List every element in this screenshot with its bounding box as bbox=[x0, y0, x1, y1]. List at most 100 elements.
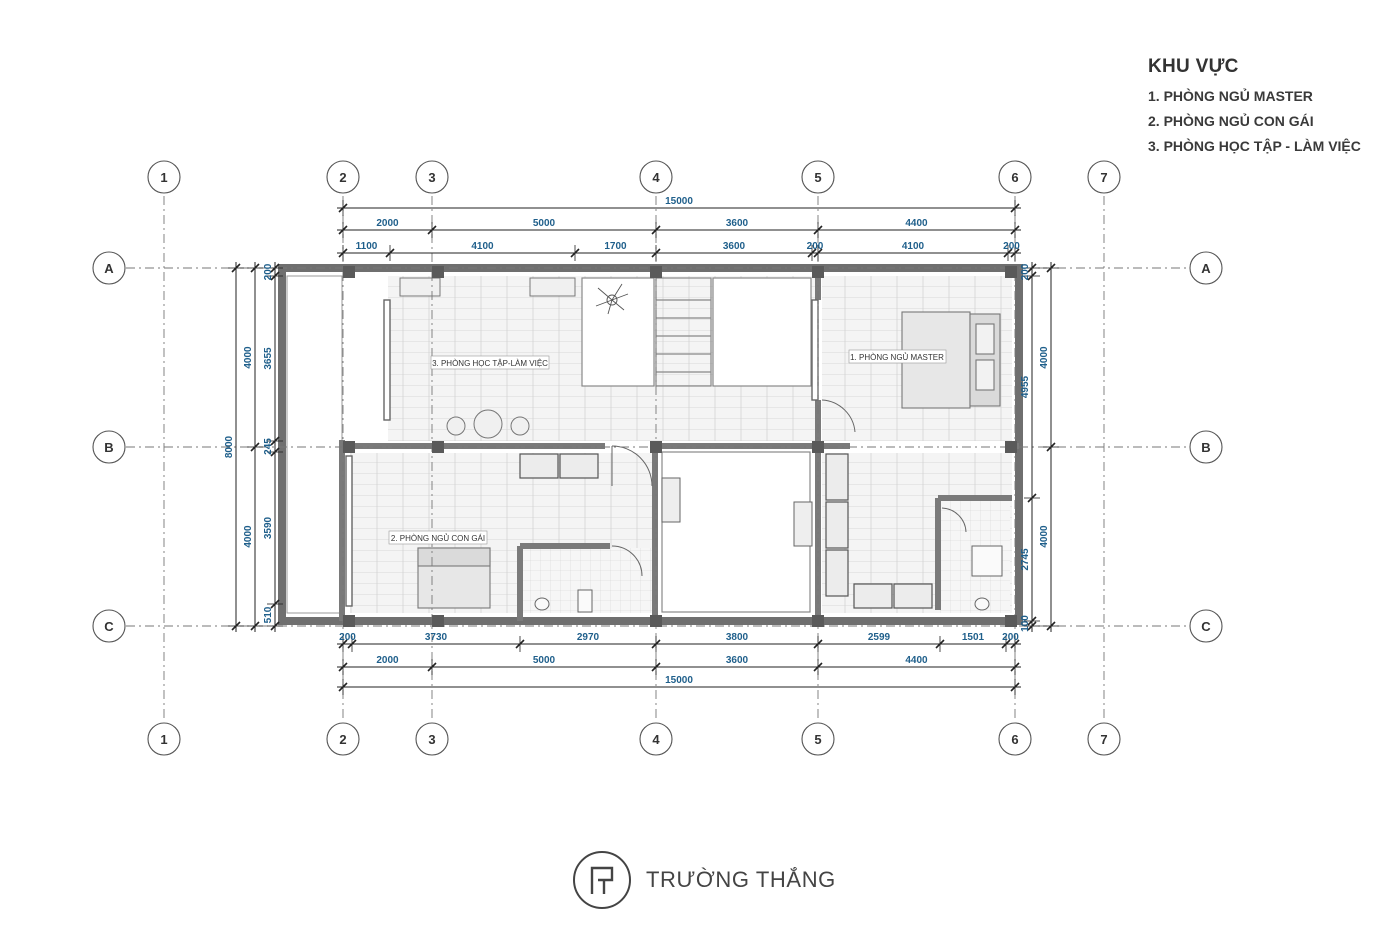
grid-bubble-col bbox=[415, 160, 449, 194]
structural-column bbox=[1005, 615, 1017, 627]
dim-label: 4000 bbox=[243, 346, 254, 369]
dim-tick bbox=[250, 442, 260, 452]
grid-bubble-col bbox=[639, 722, 673, 756]
dim-tick bbox=[1046, 621, 1056, 631]
dim-tick bbox=[1027, 263, 1037, 273]
dim-tick bbox=[651, 248, 661, 258]
dim-tick bbox=[270, 447, 280, 457]
dim-tick bbox=[1027, 271, 1037, 281]
structural-column bbox=[343, 615, 355, 627]
dim-label: 4400 bbox=[905, 218, 928, 229]
dim-label: 2745 bbox=[1020, 548, 1031, 571]
dim-tick bbox=[1010, 248, 1020, 258]
grid-bubble-col bbox=[1087, 160, 1121, 194]
grid-label-col: 2 bbox=[339, 170, 346, 185]
structural-column bbox=[343, 441, 355, 453]
grid-label-row: A bbox=[1201, 261, 1211, 276]
grid-label-row: C bbox=[104, 619, 114, 634]
dim-tick bbox=[1027, 621, 1037, 631]
grid-bubble-row bbox=[1189, 430, 1223, 464]
grid-bubble-col bbox=[998, 722, 1032, 756]
dim-tick bbox=[338, 662, 348, 672]
grid-label-row: A bbox=[104, 261, 114, 276]
dim-tick bbox=[813, 248, 823, 258]
grid-label-col: 7 bbox=[1100, 732, 1107, 747]
structural-column bbox=[432, 615, 444, 627]
grid-bubble-col bbox=[326, 160, 360, 194]
structural-column bbox=[812, 266, 824, 278]
dim-tick bbox=[515, 639, 525, 649]
grid-bubble-row bbox=[1189, 251, 1223, 285]
plan-body bbox=[278, 264, 1023, 625]
legend-item-daughter: 2. PHÒNG NGỦ CON GÁI bbox=[1148, 113, 1314, 129]
dim-tick bbox=[270, 271, 280, 281]
dim-label: 1700 bbox=[604, 241, 627, 252]
dim-label: 200 bbox=[1020, 263, 1031, 280]
dim-tick bbox=[807, 248, 817, 258]
dim-tick bbox=[250, 263, 260, 273]
dim-tick bbox=[270, 599, 280, 609]
legend-item-study: 3. PHÒNG HỌC TẬP - LÀM VIỆC bbox=[1148, 138, 1361, 154]
dim-label: 4000 bbox=[243, 525, 254, 548]
dim-tick bbox=[347, 639, 357, 649]
dim-tick bbox=[231, 621, 241, 631]
grid-label-col: 4 bbox=[652, 732, 660, 747]
structural-column bbox=[650, 266, 662, 278]
dim-label: 2000 bbox=[376, 218, 399, 229]
dim-label: 8000 bbox=[224, 435, 235, 458]
dim-label: 4000 bbox=[1039, 525, 1050, 548]
structural-column bbox=[650, 615, 662, 627]
dim-tick bbox=[813, 225, 823, 235]
grid-bubble-col bbox=[326, 722, 360, 756]
grid-label-col: 2 bbox=[339, 732, 346, 747]
bath-fixtures bbox=[534, 545, 1003, 613]
wardrobes bbox=[519, 453, 933, 609]
dim-tick bbox=[1027, 616, 1037, 626]
grid-label-col: 1 bbox=[160, 170, 167, 185]
dim-label: 1100 bbox=[356, 241, 378, 252]
grid-label-col: 3 bbox=[428, 732, 435, 747]
dim-label: 4100 bbox=[471, 241, 494, 252]
dim-label: 510 bbox=[263, 606, 274, 623]
dim-label: 3800 bbox=[726, 632, 749, 643]
structural-column bbox=[812, 615, 824, 627]
plant-icon bbox=[595, 283, 629, 315]
dim-tick bbox=[935, 639, 945, 649]
dim-tick bbox=[1010, 225, 1020, 235]
dim-tick bbox=[1046, 263, 1056, 273]
dim-label: 200 bbox=[263, 263, 274, 280]
dim-label: 200 bbox=[807, 241, 824, 252]
room-label-master: 1. PHÒNG NGỦ MASTER bbox=[850, 353, 944, 362]
dim-tick bbox=[338, 248, 348, 258]
dim-label: 1501 bbox=[962, 632, 985, 643]
dim-label: 200 bbox=[339, 632, 356, 643]
dim-tick bbox=[1046, 442, 1056, 452]
dim-label: 4400 bbox=[905, 655, 928, 666]
grid-label-col: 3 bbox=[428, 170, 435, 185]
room-labels: 3. PHÒNG HỌC TẬP-LÀM VIỆC 1. PHÒNG NGỦ M… bbox=[388, 349, 947, 545]
grid-label-row: B bbox=[104, 440, 113, 455]
dim-tick bbox=[1027, 493, 1037, 503]
windows bbox=[345, 299, 819, 607]
grid-bubble-row bbox=[92, 609, 126, 643]
structural-column bbox=[432, 441, 444, 453]
dim-label: 200 bbox=[1003, 241, 1020, 252]
grid-label-col: 7 bbox=[1100, 170, 1107, 185]
grid-bubble-row bbox=[92, 251, 126, 285]
dim-tick bbox=[651, 662, 661, 672]
dim-tick bbox=[1010, 639, 1020, 649]
dim-label: 2970 bbox=[577, 632, 600, 643]
dim-label: 3590 bbox=[263, 516, 274, 539]
dim-tick bbox=[813, 639, 823, 649]
dim-label: 245 bbox=[263, 438, 274, 455]
grid-label-col: 5 bbox=[814, 170, 821, 185]
dim-label: 2000 bbox=[376, 655, 399, 666]
dim-tick bbox=[270, 621, 280, 631]
dim-label: 3600 bbox=[723, 241, 746, 252]
structural-column bbox=[432, 266, 444, 278]
doors bbox=[611, 399, 967, 577]
dim-label: 5000 bbox=[533, 655, 556, 666]
grid-bubble-col bbox=[639, 160, 673, 194]
grid-label-col: 6 bbox=[1011, 732, 1018, 747]
